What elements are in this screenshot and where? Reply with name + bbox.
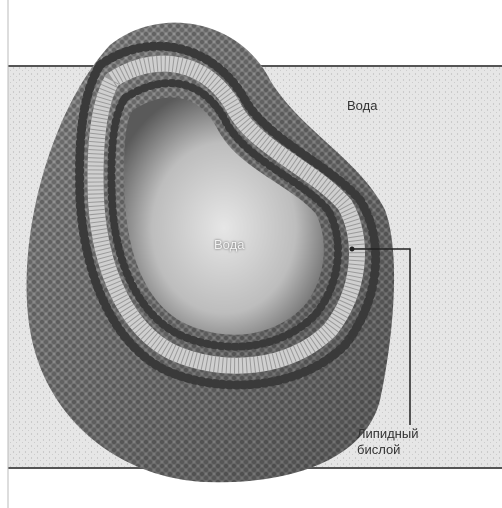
water-inner-label: Вода [214, 237, 244, 253]
bilayer-pointer-dot [350, 247, 355, 252]
lipid-bilayer-label-line2: бислой [357, 442, 467, 458]
lipid-bilayer-label: Липидный бислой [357, 426, 467, 458]
lipid-bilayer-label-line1: Липидный [357, 426, 467, 442]
water-outer-label: Вода [347, 98, 377, 114]
